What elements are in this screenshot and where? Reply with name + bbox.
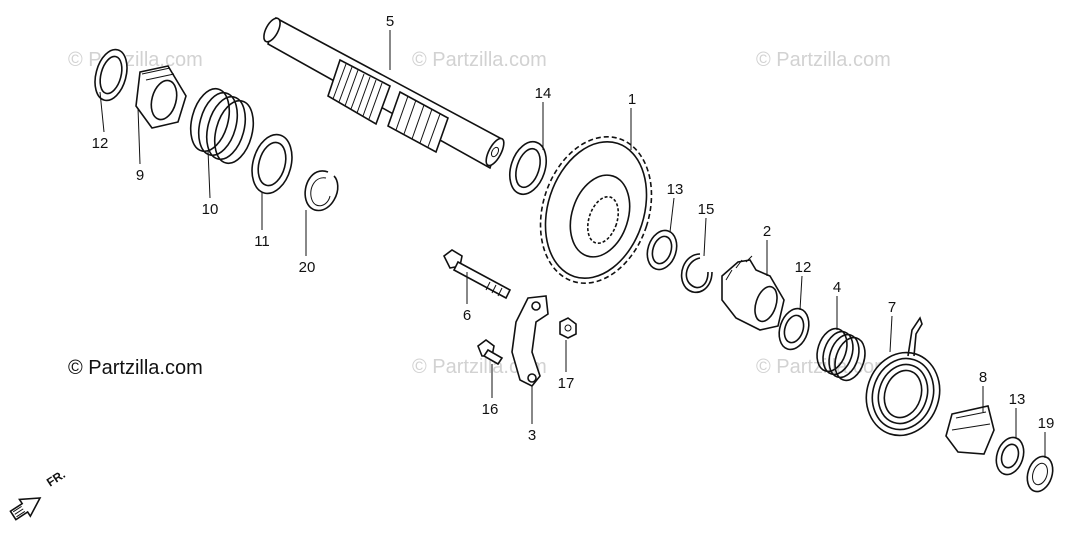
watermark-top-center: © Partzilla.com — [412, 49, 547, 71]
part-number-5: 5 — [386, 13, 394, 30]
front-direction-indicator: FR. — [9, 467, 68, 521]
part-number-17: 16 — [482, 401, 499, 418]
washer-12-left — [94, 48, 128, 102]
watermark-top-left: © Partzilla.com — [68, 49, 203, 71]
part-number-2: 2 — [763, 223, 771, 240]
watermark-mid-center: © Partzilla.com — [412, 356, 547, 378]
part-number-4: 4 — [833, 279, 841, 296]
part-number-15: 14 — [535, 85, 552, 102]
part-number-18: 17 — [558, 375, 575, 392]
circlip-20 — [304, 170, 339, 212]
bolt-17 — [477, 339, 504, 366]
part-number-3: 3 — [528, 427, 536, 444]
spring-10 — [189, 87, 255, 165]
part-number-10: 10 — [202, 201, 219, 218]
circlip-16 — [680, 253, 713, 294]
ratchet-spring-4 — [816, 327, 866, 382]
return-spring-7 — [865, 316, 941, 437]
part-number-8: 8 — [979, 369, 987, 386]
watermark-top-right: © Partzilla.com — [756, 49, 891, 71]
part-number-labels: 5 14 1 13 15 2 12 4 7 8 13 19 12 9 10 11… — [92, 13, 1055, 444]
front-arrow-icon — [9, 497, 42, 521]
part-number-1: 1 — [628, 91, 636, 108]
part-number-6: 6 — [463, 307, 471, 324]
ratchet-2 — [721, 255, 785, 331]
part-number-20: 20 — [299, 259, 316, 276]
thrust-washer-15 — [509, 140, 547, 196]
part-number-9: 9 — [136, 167, 144, 184]
leader-lines — [99, 30, 1046, 458]
washer-14 — [646, 229, 678, 271]
bolt-6 — [442, 249, 512, 300]
circlip-19 — [1026, 455, 1054, 493]
collar-9 — [135, 65, 187, 129]
part-number-12-left: 12 — [92, 135, 109, 152]
part-number-7: 7 — [888, 299, 896, 316]
part-number-11: 11 — [254, 233, 270, 250]
part-number-13: 13 — [1009, 391, 1026, 408]
part-number-19: 19 — [1038, 415, 1055, 432]
plate-3 — [511, 295, 549, 388]
part-number-14: 13 — [667, 181, 684, 198]
front-direction-label: FR. — [44, 467, 68, 489]
partzilla-credit: © Partzilla.com — [68, 357, 203, 379]
part-number-16: 15 — [698, 201, 715, 218]
kick-starter-spindle — [263, 16, 505, 170]
part-number-12-right: 12 — [795, 259, 812, 276]
washer-13 — [995, 436, 1025, 476]
spring-guide-8 — [945, 405, 995, 455]
kick-starter-gear — [539, 136, 653, 284]
nut-18 — [559, 317, 577, 339]
washer-11 — [251, 133, 293, 195]
